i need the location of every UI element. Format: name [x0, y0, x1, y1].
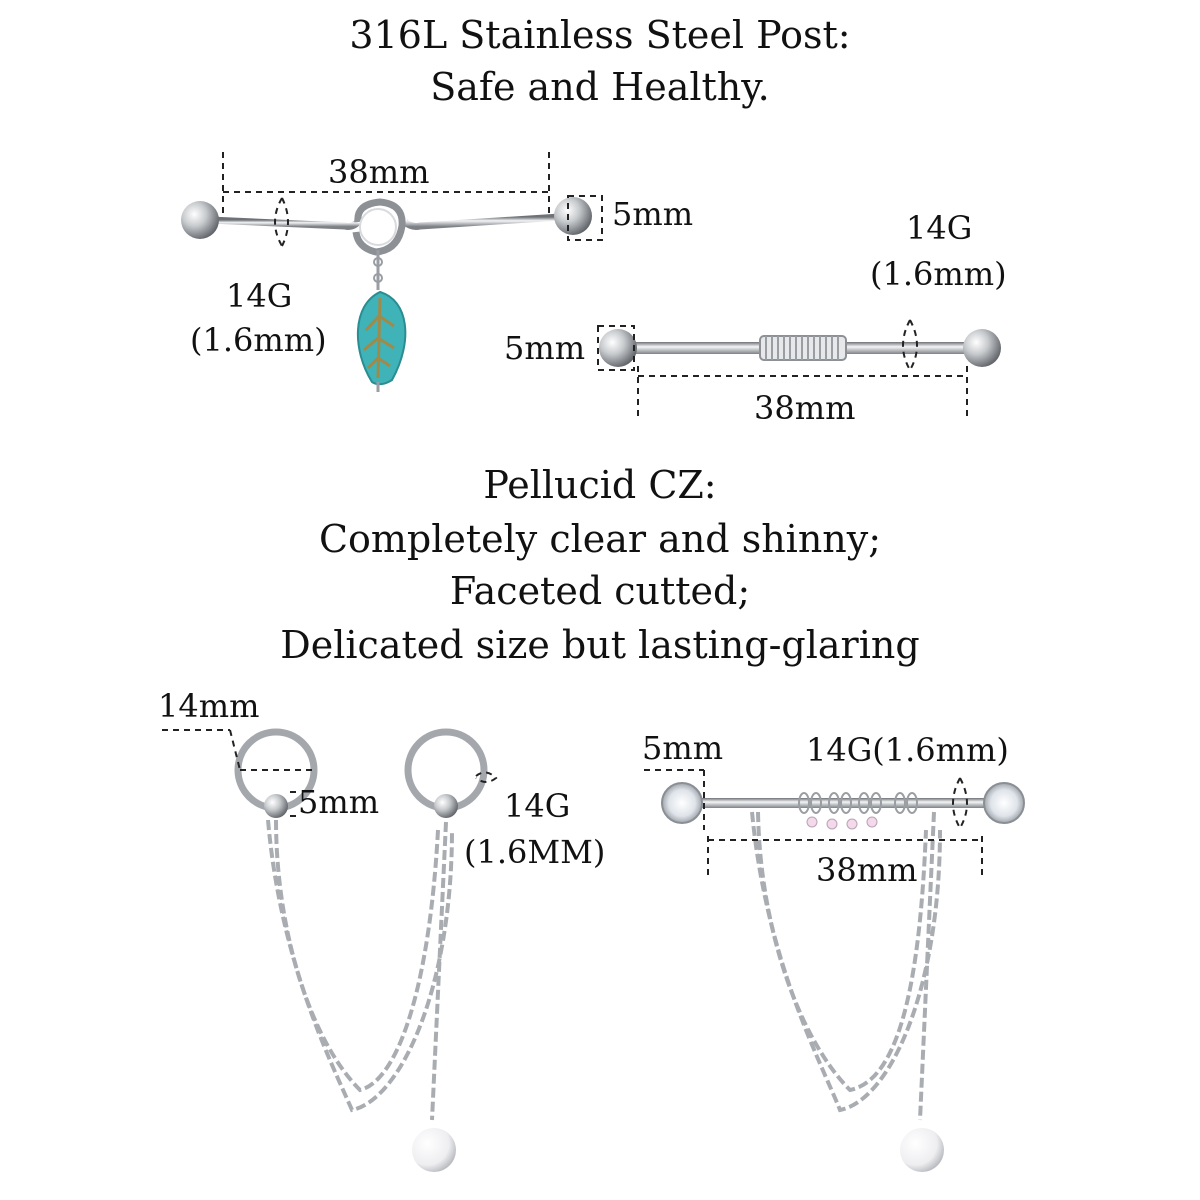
- cz-chain-barbell: [661, 782, 1025, 1172]
- cz-stone-right: [983, 782, 1025, 824]
- pearl-right: [900, 1128, 944, 1172]
- coil-gauge-label: 14G: [906, 209, 973, 247]
- leaf-ball-size-label: 5mm: [612, 195, 694, 233]
- text-completely-clear: Completely clear and shinny;: [318, 517, 882, 561]
- ball-left: [181, 201, 219, 239]
- chain-hoops-dimension-lines: [162, 729, 498, 817]
- leaf-gauge-label: 14G: [226, 277, 293, 315]
- heading-pellucid-cz: Pellucid CZ:: [483, 463, 717, 507]
- cz-stone-left: [661, 782, 703, 824]
- hoop-ball-size-label: 5mm: [298, 783, 380, 821]
- turquoise-leaf-charm: [356, 290, 407, 386]
- cz-gauge-label: 14G(1.6mm): [806, 731, 1009, 769]
- cz-length-label: 38mm: [816, 851, 918, 889]
- chains-right-pair: [750, 811, 942, 1121]
- cz-barbell-dimension-lines: [644, 769, 983, 880]
- pearl-left: [412, 1128, 456, 1172]
- ball-right: [963, 329, 1001, 367]
- ball-left: [599, 329, 637, 367]
- leaf-barbell-dimension-lines: [222, 152, 603, 247]
- heading-safe-healthy: Safe and Healthy.: [430, 65, 770, 109]
- coil-barbell-dimension-lines: [597, 319, 968, 420]
- leaf-length-label: 38mm: [328, 153, 430, 191]
- text-faceted: Faceted cutted;: [449, 569, 751, 613]
- leaf-gauge-mm-label: (1.6mm): [190, 321, 327, 359]
- chains-left-pair: [266, 819, 454, 1121]
- hoop-diameter-label: 14mm: [158, 687, 260, 725]
- chain-hoops: [234, 728, 488, 1172]
- ball-right: [554, 197, 592, 235]
- hoop-gauge-label: 14G: [504, 787, 571, 825]
- coil-gauge-mm-label: (1.6mm): [870, 255, 1007, 293]
- heading-steel-post: 316L Stainless Steel Post:: [349, 13, 851, 57]
- hoop-gauge-mm-label: (1.6MM): [464, 833, 606, 871]
- text-delicated-size: Delicated size but lasting-glaring: [280, 623, 920, 667]
- coil-ball-size-label: 5mm: [504, 329, 586, 367]
- cz-end-size-label: 5mm: [642, 729, 724, 767]
- coil-barbell: [599, 329, 1001, 367]
- coil-length-label: 38mm: [754, 389, 856, 427]
- leaf-barbell: [181, 197, 592, 392]
